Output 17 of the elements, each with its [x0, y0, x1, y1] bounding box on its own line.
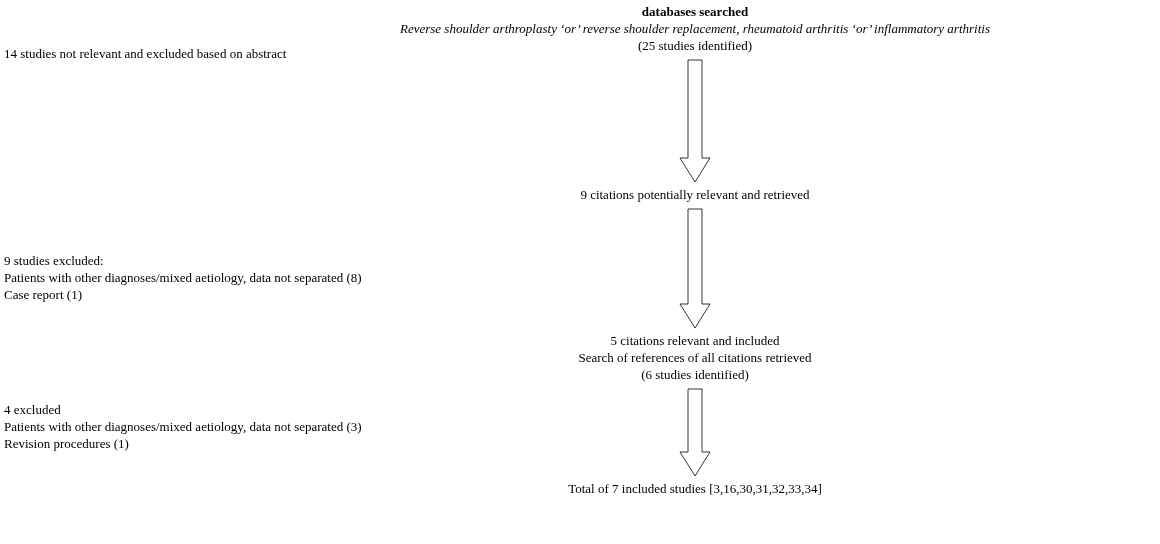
step-text: 9 citations potentially relevant and retrieved — [579, 186, 811, 203]
step-text: Search of references of all citations retrieved — [577, 349, 813, 366]
note-text: 4 excluded — [4, 401, 61, 418]
heading: databases searched — [640, 3, 750, 20]
block-arrow — [679, 208, 711, 329]
search-terms: Reverse shoulder arthroplasty ‘or’ reverse shoulder replacement, rheumatoid arthritis ‘or’ inflammatory arthritis — [399, 20, 991, 37]
note-text: Patients with other diagnoses/mixed aetiology, data not separated (3) — [4, 418, 362, 435]
note-text: Revision procedures (1) — [4, 435, 129, 452]
note-text: 14 studies not relevant and excluded based on abstract — [4, 45, 287, 62]
step-text: Total of 7 included studies [3,16,30,31,32,33,34] — [567, 480, 823, 497]
step-text: 5 citations relevant and included — [609, 332, 781, 349]
block-arrow — [679, 59, 711, 183]
note-text: Case report (1) — [4, 286, 82, 303]
note-text: Patients with other diagnoses/mixed aetiology, data not separated (8) — [4, 269, 362, 286]
note-text: 9 studies excluded: — [4, 252, 104, 269]
step-text: (6 studies identified) — [640, 366, 750, 383]
block-arrow — [679, 388, 711, 477]
